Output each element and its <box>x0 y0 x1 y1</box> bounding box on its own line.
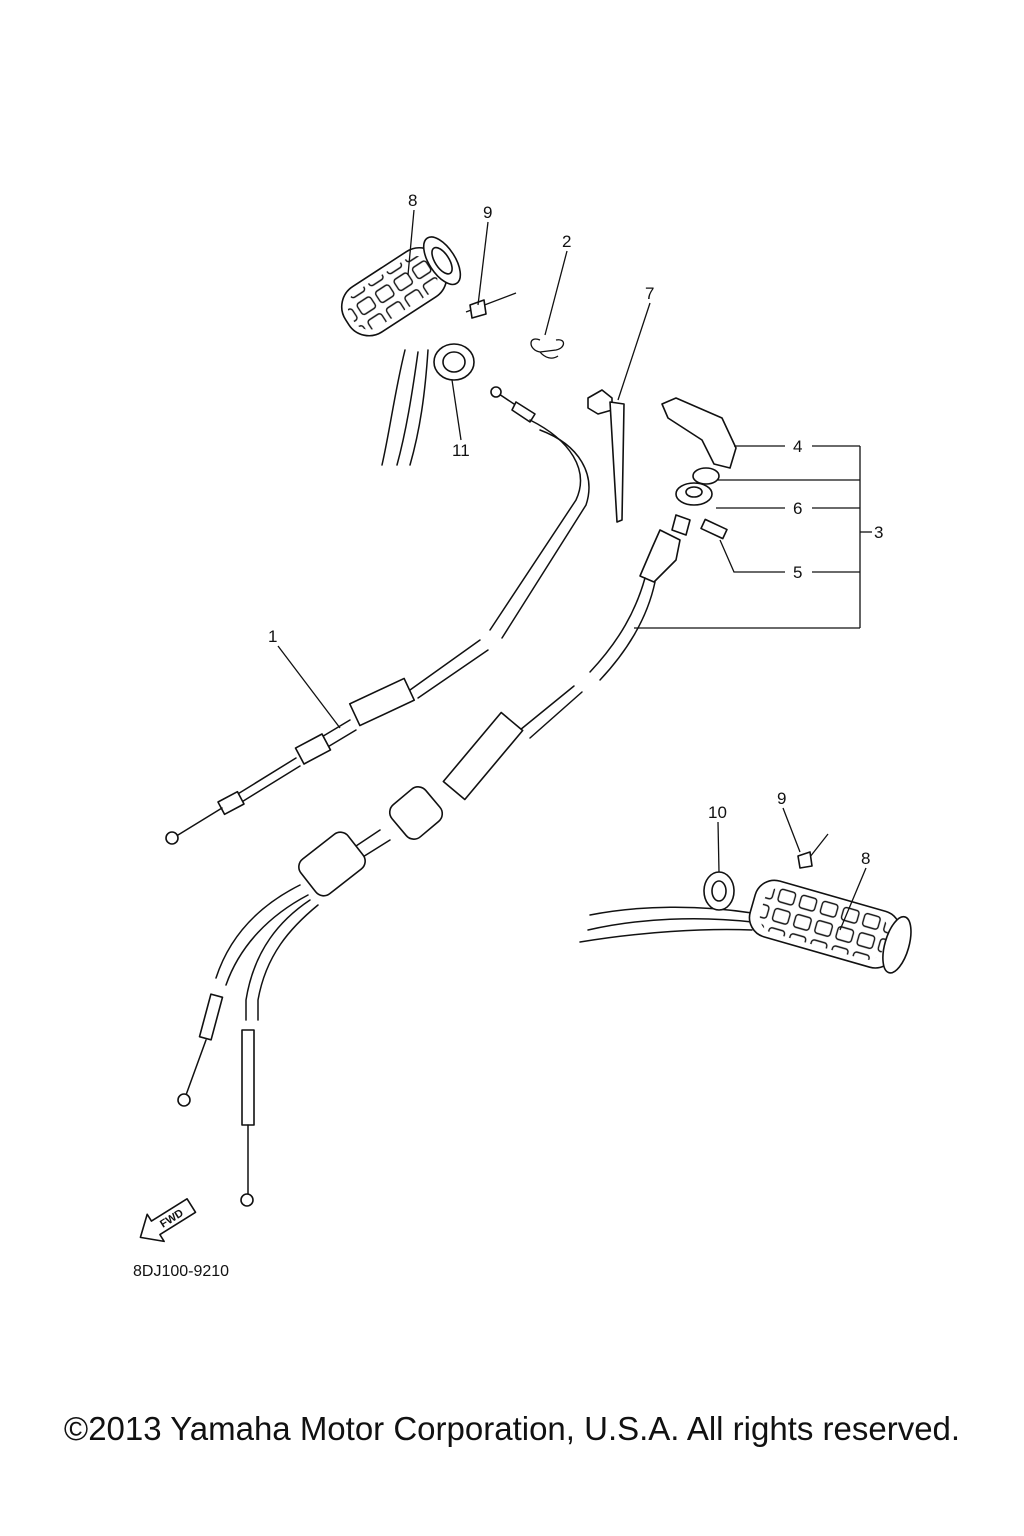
callout-9-right-pin: 9 <box>777 789 786 808</box>
assembly-bracket-3 <box>634 445 872 629</box>
fwd-arrow-icon: FWD <box>139 1197 197 1243</box>
callout-11-collar: 11 <box>452 441 470 460</box>
callout-8-left-grip: 8 <box>408 191 417 210</box>
clip-2 <box>530 338 565 359</box>
grip-end-collar-11 <box>433 343 475 381</box>
throttle-lever-4 <box>661 397 737 469</box>
callout-6-washer: 6 <box>793 499 802 518</box>
callout-8-right-grip: 8 <box>861 849 870 868</box>
grip-end-collar-10 <box>703 871 735 911</box>
copyright-notice: ©2013 Yamaha Motor Corporation, U.S.A. A… <box>63 1410 961 1447</box>
callout-2-clip: 2 <box>562 232 571 251</box>
washer-6 <box>675 467 720 506</box>
callout-1-throttle-cable: 1 <box>268 627 277 646</box>
pin-5 <box>700 518 728 540</box>
callout-5-pin: 5 <box>793 563 802 582</box>
callout-3-assembly: 3 <box>874 523 883 542</box>
left-grip <box>340 236 462 466</box>
callout-10-collar: 10 <box>708 803 727 822</box>
callout-7-cable-tie: 7 <box>645 284 654 303</box>
left-grip-pin <box>465 292 517 319</box>
callout-9-left-pin: 9 <box>483 203 492 222</box>
right-grip <box>579 879 912 974</box>
diagram-code: 8DJ100-9210 <box>133 1263 229 1280</box>
throttle-cable <box>165 386 590 845</box>
cable-tie-7 <box>587 389 625 523</box>
leader-lines <box>277 209 867 931</box>
right-grip-pin <box>797 833 829 869</box>
callout-4-lever: 4 <box>793 437 802 456</box>
throttle-housing-cable <box>177 514 691 1207</box>
